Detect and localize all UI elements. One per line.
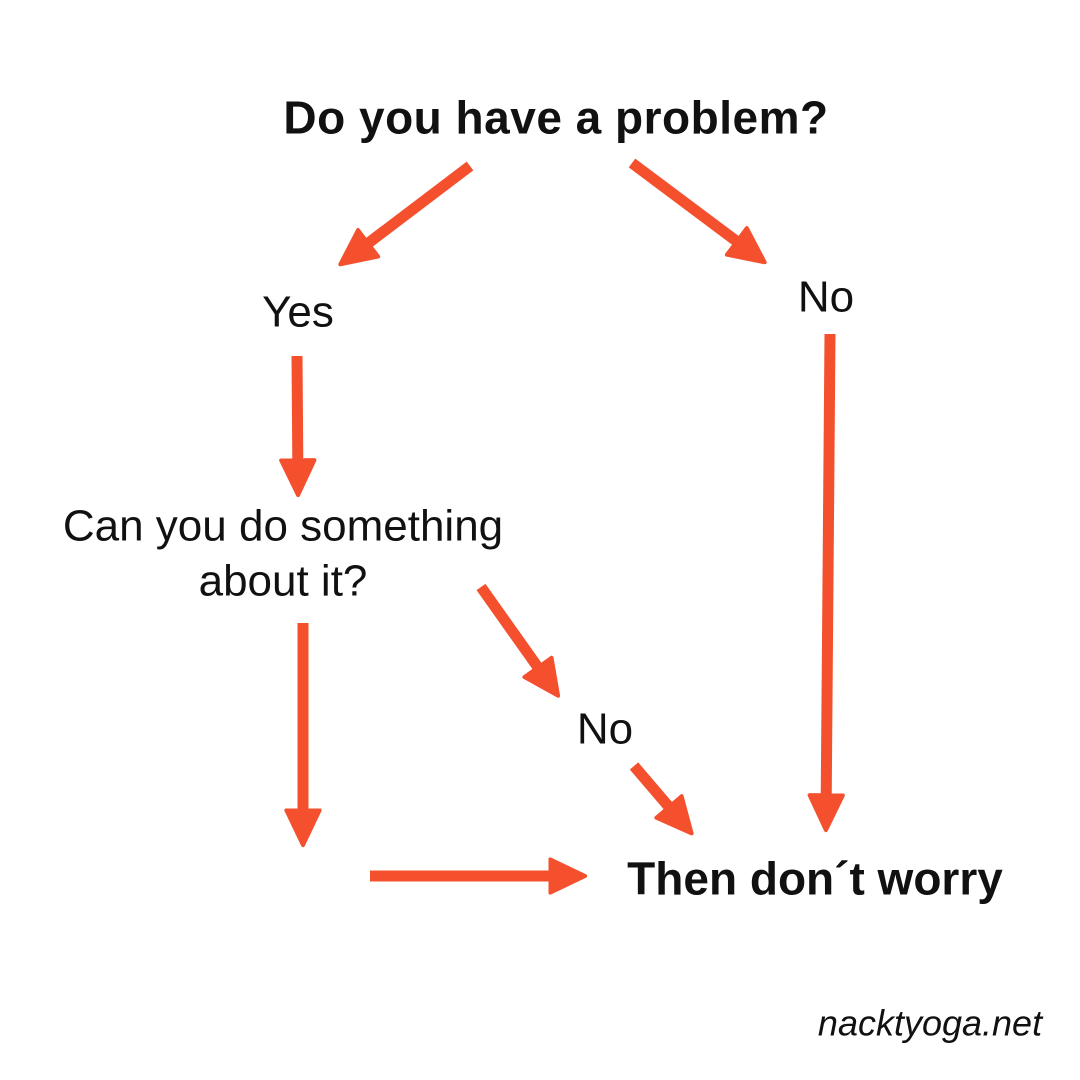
arrow-no-right-to-result xyxy=(807,333,845,833)
arrow-title-to-no-right xyxy=(628,158,767,265)
title-question: Do you have a problem? xyxy=(283,91,829,144)
node-result-then-dont-worry: Then don´t worry xyxy=(627,852,1003,905)
node-yes: Yes xyxy=(262,287,334,337)
question-line-1: Can you do something xyxy=(62,501,504,551)
arrow-yes-to-question xyxy=(279,355,317,498)
node-question-can-you-do-something: Can you do something about it? xyxy=(63,499,503,610)
watermark-site-url: nacktyoga.net xyxy=(817,1002,1043,1044)
arrow-title-to-yes xyxy=(338,161,474,267)
arrow-no-mid-to-result xyxy=(629,762,694,836)
question-line-2: about it? xyxy=(198,557,368,606)
node-no-middle: No xyxy=(576,704,634,754)
node-no-right: No xyxy=(797,272,855,322)
